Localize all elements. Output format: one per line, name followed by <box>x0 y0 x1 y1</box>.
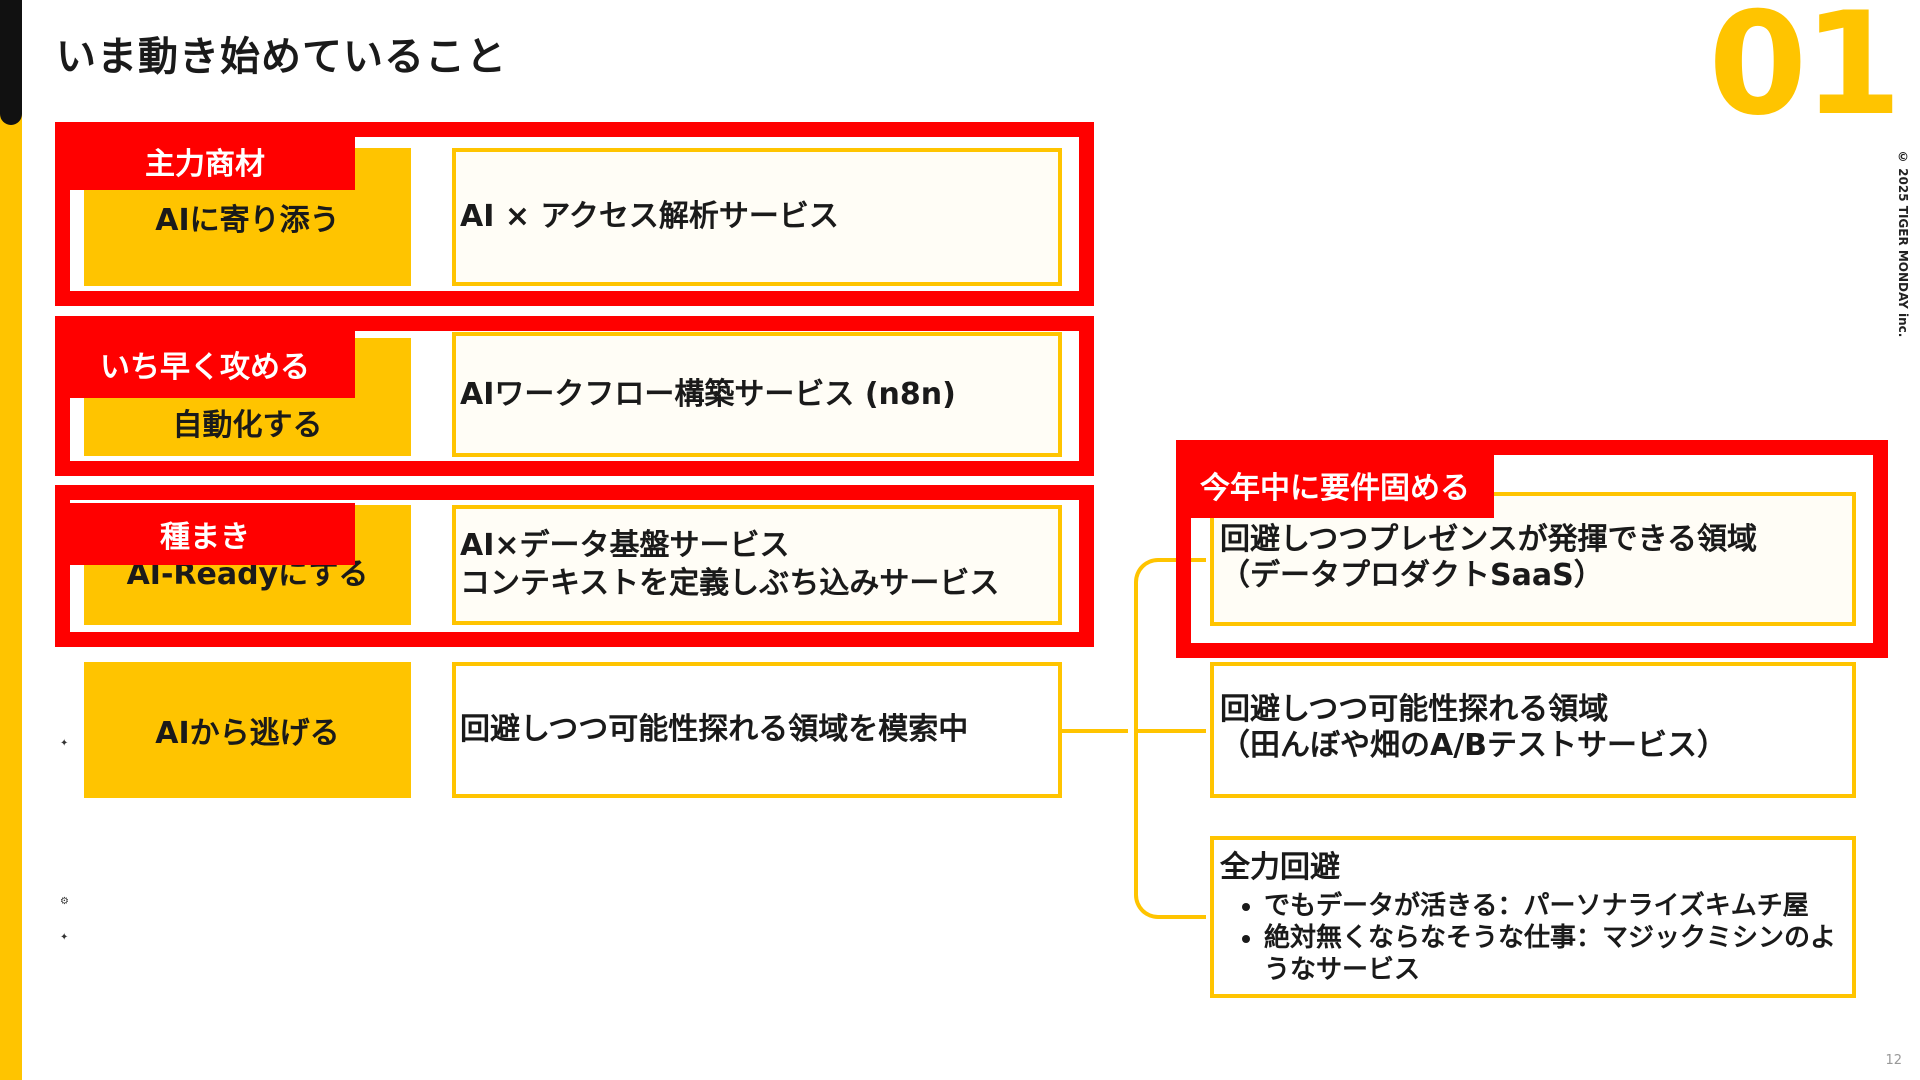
branch3-box: 全力回避 でもデータが活きる：パーソナライズキムチ屋 絶対無くならなそうな仕事：… <box>1210 836 1856 998</box>
branch2-line2: （田んぼや畑のA/Bテストサービス） <box>1220 728 1728 763</box>
branch2-box: 回避しつつ可能性探れる領域 （田んぼや畑のA/Bテストサービス） <box>1210 662 1856 798</box>
branch1-tag: 今年中に要件固める <box>1176 452 1494 518</box>
row1-service-box: AI × アクセス解析サービス <box>452 148 1062 286</box>
left-accent-bar-top <box>0 0 22 125</box>
row4-service-box: 回避しつつ可能性探れる領域を模索中 <box>452 662 1062 798</box>
row2-tag: いち早く攻める <box>55 330 355 398</box>
section-number: 01 <box>1708 0 1902 147</box>
bird-icon: ✦ <box>60 932 69 943</box>
row4-label-box: AIから逃げる <box>84 662 411 798</box>
row2-service: AIワークフロー構築サービス (n8n) <box>460 376 956 412</box>
branch1-tag-text: 今年中に要件固める <box>1200 471 1470 506</box>
row3-highlight-frame <box>55 485 1094 647</box>
slide-number: 12 <box>1885 1053 1902 1068</box>
branch3-bullet: でもデータが活きる：パーソナライズキムチ屋 <box>1264 890 1846 922</box>
row2-label: 自動化する <box>172 408 323 443</box>
branch1-line2: （データプロダクトSaaS） <box>1220 558 1604 593</box>
branch2-line1: 回避しつつ可能性探れる領域 <box>1220 692 1609 727</box>
branch1-line1: 回避しつつプレゼンスが発揮できる領域 <box>1220 522 1757 557</box>
branch3-bullets: でもデータが活きる：パーソナライズキムチ屋 絶対無くならなそうな仕事：マジックミ… <box>1220 890 1846 986</box>
connector-main <box>1062 729 1128 733</box>
row3-service-box: AI×データ基盤サービス コンテキストを定義しぶち込みサービス <box>452 505 1062 625</box>
branch1-highlight-frame <box>1176 440 1888 658</box>
page-title: いま動き始めていること <box>56 34 507 80</box>
row4-service: 回避しつつ可能性探れる領域を模索中 <box>460 712 969 747</box>
bird-icon: ✦ <box>60 738 69 749</box>
left-accent-bar <box>0 0 22 1080</box>
row3-service-line2: コンテキストを定義しぶち込みサービス <box>460 566 1000 601</box>
connector-branch-bottom <box>1134 729 1206 919</box>
row1-label: AIに寄り添う <box>155 203 340 238</box>
copyright-text: © 2025 TIGER MONDAY inc. <box>1896 150 1910 338</box>
row2-service-box: AIワークフロー構築サービス (n8n) <box>452 332 1062 457</box>
row1-tag: 主力商材 <box>55 132 355 190</box>
row1-service: AI × アクセス解析サービス <box>460 199 839 234</box>
branch3-bullet: 絶対無くならなそうな仕事：マジックミシンのようなサービス <box>1264 922 1846 986</box>
row1-tag-text: 主力商材 <box>145 147 265 182</box>
row4-label: AIから逃げる <box>155 716 340 751</box>
connector-branch-mid <box>1134 729 1206 733</box>
row2-tag-text: いち早く攻める <box>100 350 310 385</box>
row3-tag-text: 種まき <box>160 520 250 555</box>
row3-tag: 種まき <box>55 503 355 565</box>
connector-branch-top <box>1134 558 1206 733</box>
robot-icon: ⚙ <box>60 896 69 907</box>
branch3-heading: 全力回避 <box>1220 850 1340 885</box>
row3-service-line1: AI×データ基盤サービス <box>460 528 790 563</box>
